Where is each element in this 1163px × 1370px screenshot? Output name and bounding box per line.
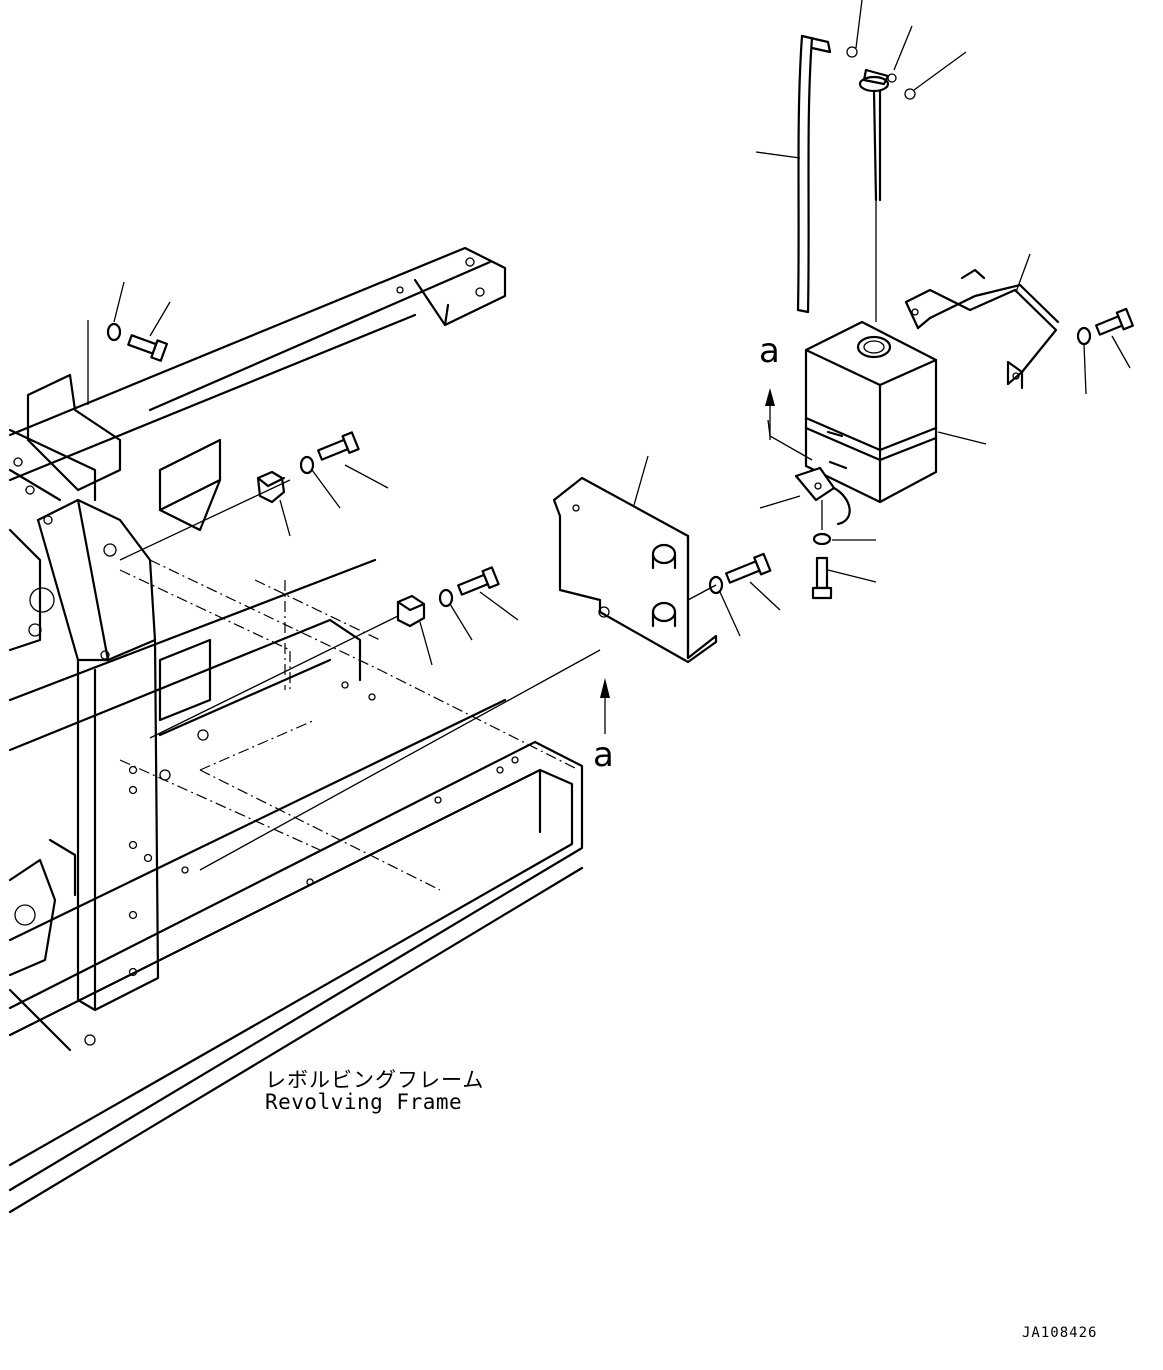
drawing-number: JA108426 [1022, 1325, 1098, 1341]
center-lines [87, 200, 877, 871]
cable-clip-upper [256, 470, 286, 504]
leader-lines [113, 0, 1131, 666]
bolts [127, 307, 1134, 600]
tank [794, 320, 938, 526]
view-arrow-top [765, 388, 775, 440]
revolving-frame [8, 246, 584, 1214]
frame-label-english: Revolving Frame [265, 1090, 463, 1114]
washers [106, 322, 1092, 608]
view-marker-top: a [759, 331, 780, 371]
hose [796, 34, 832, 314]
tank-strap [904, 268, 1060, 390]
frame-label-japanese: レボルビングフレーム [265, 1068, 485, 1092]
view-arrow-bottom [600, 678, 610, 734]
frame-holes [13, 257, 519, 1046]
cable-clip-lower [396, 594, 426, 628]
view-marker-bottom: a [593, 735, 614, 775]
level-gauge [858, 68, 890, 202]
mounting-bracket [552, 476, 718, 664]
hose-clips [846, 46, 916, 100]
